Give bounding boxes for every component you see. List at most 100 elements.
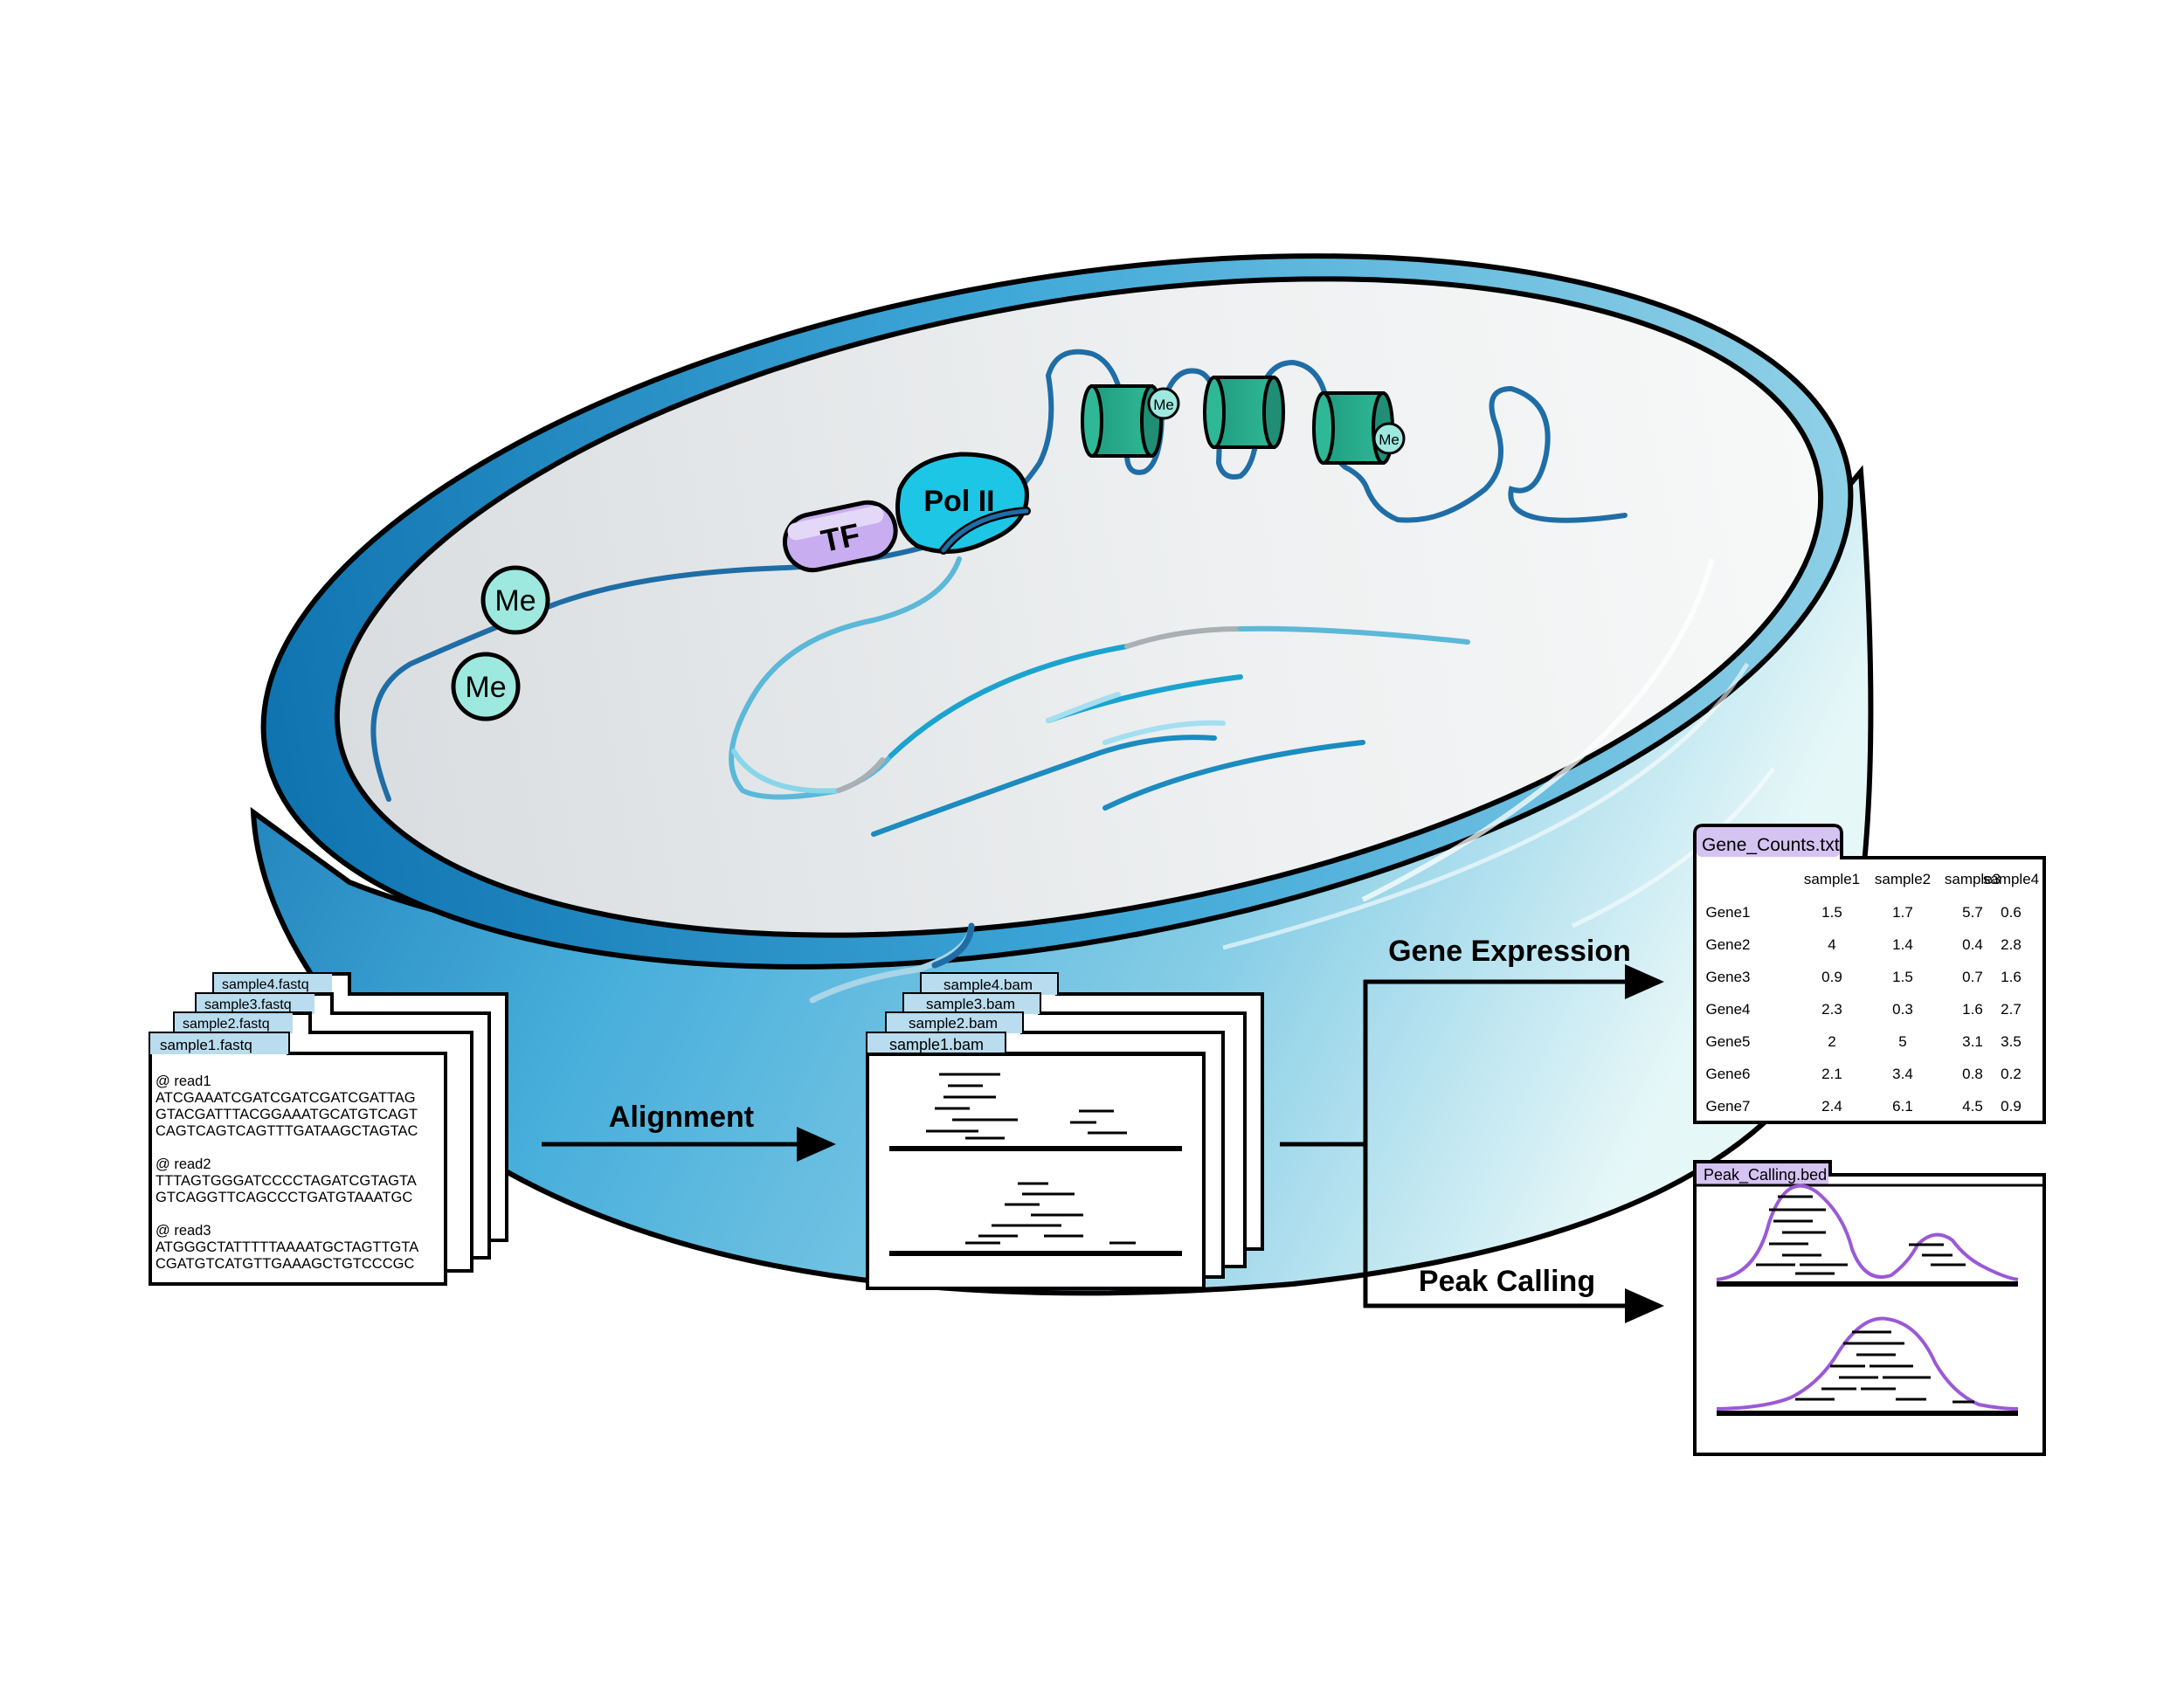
- table-row: Gene4 2.3 0.3 1.6 2.7: [1705, 1001, 2021, 1018]
- nucleus: [250, 253, 1874, 1296]
- fastq-file-label: sample4.fastq: [222, 977, 309, 992]
- rna-fragment: [888, 644, 1130, 758]
- peak-curve: [1716, 1184, 2019, 1281]
- gene-counts-filename: Gene_Counts.txt: [1702, 835, 1840, 855]
- column-header: sample2: [1875, 871, 1931, 887]
- read-sequence: GTACGATTTACGGAAATGCATGTCAGT: [156, 1107, 418, 1122]
- table-cell: 0.9: [2001, 1098, 2022, 1115]
- gene-name: Gene4: [1705, 1001, 1750, 1018]
- fastq-file-label: sample3.fastq: [204, 997, 292, 1012]
- histone-methyl-mark: Me: [1147, 387, 1180, 420]
- gene-name: Gene7: [1705, 1098, 1750, 1115]
- peak-calling-filename: Peak_Calling.bed: [1704, 1166, 1827, 1184]
- bam-stack: sample4.bam sample3.bam sample2.bam samp…: [866, 972, 1264, 1290]
- gene-counts-file[interactable]: Gene_Counts.txt sample1 sample2 sample3sam…: [1693, 824, 2046, 1124]
- table-cell: 0.3: [1892, 1001, 1913, 1018]
- dna-methyl-mark: Me: [480, 565, 550, 635]
- table-cell: 2.8: [2001, 936, 2022, 953]
- table-cell: 2.7: [2001, 1001, 2022, 1018]
- table-row: Gene7 2.4 6.1 4.5 0.9: [1705, 1098, 2021, 1115]
- table-cell: 3.5: [2001, 1033, 2022, 1050]
- column-header: sample1: [1804, 871, 1860, 887]
- tf-label: TF: [818, 516, 863, 559]
- table-cell: 1.4: [1892, 936, 1913, 953]
- table-cell: 2.1: [1821, 1066, 1842, 1082]
- gene-name: Gene5: [1705, 1033, 1750, 1050]
- rna-fragment: [871, 735, 1217, 837]
- side-highlight: [1571, 767, 1776, 928]
- gene-name: Gene1: [1705, 904, 1750, 921]
- column-header: sample3: [1945, 871, 2001, 887]
- table-cell: 1.6: [1962, 1001, 1983, 1018]
- read-sequence: ATCGAAATCGATCGATCGATCGATTAG: [156, 1090, 416, 1106]
- table-cell: 0.8: [1962, 1066, 1983, 1082]
- table-cell: 0.4: [1962, 936, 1983, 953]
- me-label: Me: [1153, 397, 1174, 413]
- read-sequence: ATGGGCTATTTTTAAAATGCTAGTTGTA: [156, 1239, 418, 1255]
- nucleosome: [1081, 384, 1163, 458]
- peak-curve: [1716, 1316, 2019, 1411]
- me-label: Me: [494, 584, 536, 618]
- me-label: Me: [465, 671, 506, 704]
- fastq-stack: sample4.fastq sample3.fastq sample2.fast…: [149, 972, 508, 1286]
- table-cell: 1.5: [1821, 904, 1842, 921]
- read-header: @ read2: [156, 1156, 211, 1172]
- table-cell: 1.6: [2001, 969, 2022, 985]
- peak-reads: [1756, 1195, 1966, 1275]
- alignment-step: Alignment: [542, 1101, 836, 1162]
- read-sequence: GTCAGGTTCAGCCCTGATGTAAATGC: [156, 1190, 412, 1205]
- table-cell: 2.3: [1821, 1001, 1842, 1018]
- table-cell: 5: [1898, 1033, 1906, 1050]
- bam-file-front[interactable]: sample1.bam: [866, 1032, 1206, 1290]
- table-cell: 6.1: [1892, 1098, 1913, 1115]
- me-label: Me: [1379, 431, 1400, 448]
- chromatin: Me Me Me Me TF Pol II: [370, 349, 1628, 1004]
- aligned-reads: [926, 1073, 1136, 1245]
- table-cell: 5.7: [1962, 904, 1983, 921]
- peak-reads: [1795, 1330, 1974, 1404]
- side-highlight: [1222, 662, 1750, 950]
- histone-methyl-mark: Me: [1372, 422, 1406, 455]
- rna-fragment: [1102, 740, 1365, 811]
- table-cell: 4: [1828, 936, 1835, 953]
- rna-fragment: [1102, 720, 1226, 745]
- pol2-label: Pol II: [923, 485, 994, 518]
- read-sequence: TTTAGTGGGATCCCCTAGATCGTAGTA: [156, 1173, 417, 1189]
- gene-name: Gene2: [1705, 936, 1750, 953]
- table-row: Gene2 4 1.4 0.4 2.8: [1705, 936, 2021, 953]
- gene-name: Gene6: [1705, 1066, 1750, 1082]
- rna-polymerase-ii: Pol II: [895, 452, 1031, 555]
- table-cell: 1.7: [1892, 904, 1913, 921]
- fastq-file-label: sample2.fastq: [183, 1017, 270, 1032]
- read-sequence: CGATGTCATGTTGAAAGCTGTCCCGC: [156, 1256, 414, 1272]
- fastq-file-label: sample1.fastq: [160, 1037, 252, 1053]
- table-cell: 3.4: [1892, 1066, 1913, 1082]
- table-cell: 1.5: [1892, 969, 1913, 985]
- bam-file-label: sample2.bam: [909, 1015, 998, 1032]
- column-header: sample4: [1983, 871, 2039, 887]
- table-cell: 4.5: [1962, 1098, 1983, 1115]
- table-cell: 2: [1828, 1033, 1835, 1050]
- transcription-factor: TF: [782, 500, 898, 573]
- table-cell: 2.4: [1821, 1098, 1842, 1115]
- alignment-label: Alignment: [609, 1101, 754, 1134]
- bam-file-label: sample1.bam: [889, 1036, 984, 1053]
- bam-file-label: sample3.bam: [926, 996, 1015, 1012]
- analysis-branch: [1280, 964, 1664, 1323]
- read-header: @ read3: [156, 1223, 211, 1239]
- read-sequence: CAGTCAGTCAGTTTGATAAGCTAGTAC: [156, 1123, 418, 1139]
- fastq-reads: @ read1 ATCGAAATCGATCGATCGATCGATTAG GTAC…: [156, 1073, 418, 1272]
- side-highlight: [1361, 558, 1715, 902]
- nucleoplasm: [334, 276, 1824, 938]
- peak-calling-file[interactable]: Peak_Calling.bed: [1693, 1160, 2046, 1456]
- table-row: Gene6 2.1 3.4 0.8 0.2: [1705, 1066, 2021, 1082]
- dna-methyl-mark: Me: [451, 652, 521, 721]
- gene-expression-label: Gene Expression: [1388, 935, 1631, 968]
- fastq-file-front[interactable]: sample1.fastq @ read1 ATCGAAATCGATCGATCG…: [149, 1032, 447, 1286]
- table-cell: 0.2: [2001, 1066, 2022, 1082]
- read-header: @ read1: [156, 1073, 211, 1089]
